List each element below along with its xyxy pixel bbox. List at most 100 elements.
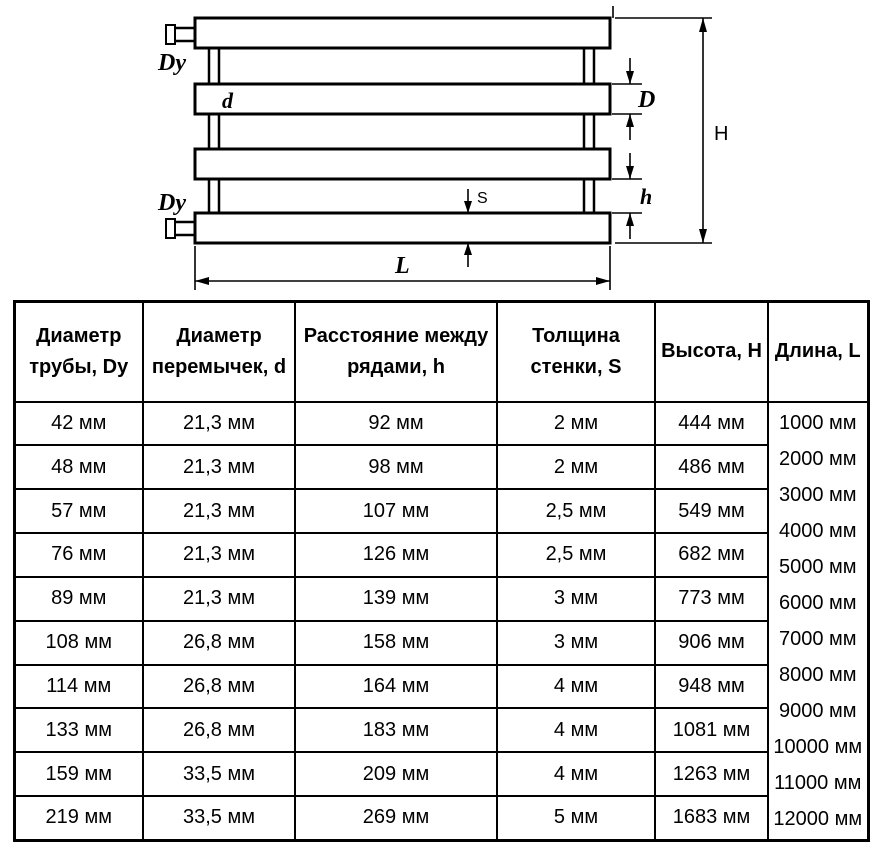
spec-table-header: Диаметр трубы, Dy Диаметр перемычек, d Р… <box>13 300 869 403</box>
cell-row-spacing: 209 мм <box>294 751 498 798</box>
cell-jumper-diameter: 26,8 мм <box>142 619 296 666</box>
cell-pipe-diameter: 114 мм <box>13 663 144 710</box>
pipe-register-drawing: H D h S <box>157 6 728 290</box>
cell-row-spacing: 98 мм <box>294 444 498 491</box>
header-row: Диаметр трубы, Dy Диаметр перемычек, d Р… <box>13 300 869 403</box>
cell-height: 444 мм <box>654 400 769 447</box>
cell-pipe-diameter: 219 мм <box>13 795 144 841</box>
pipe-rows <box>193 16 612 245</box>
table-row: 108 мм 26,8 мм 158 мм 3 мм 906 мм <box>13 619 868 666</box>
length-value: 12000 мм <box>773 807 863 830</box>
cell-wall-thickness: 4 мм <box>496 663 656 710</box>
cell-height: 682 мм <box>654 532 769 578</box>
cell-jumper-diameter: 21,3 мм <box>142 532 296 578</box>
table-row: 89 мм 21,3 мм 139 мм 3 мм 773 мм <box>13 575 868 622</box>
cell-height: 1683 мм <box>654 795 769 841</box>
label-S: S <box>477 190 488 207</box>
table-row: 219 мм 33,5 мм 269 мм 5 мм 1683 мм <box>13 795 868 841</box>
header-jumper-diameter: Диаметр перемычек, d <box>142 300 296 403</box>
cell-jumper-diameter: 21,3 мм <box>142 575 296 622</box>
length-value: 10000 мм <box>773 735 863 758</box>
cell-height: 486 мм <box>654 444 769 491</box>
cell-jumper-diameter: 21,3 мм <box>142 488 296 535</box>
cell-row-spacing: 126 мм <box>294 532 498 578</box>
cell-jumper-diameter: 21,3 мм <box>142 444 296 491</box>
length-value: 8000 мм <box>778 663 857 686</box>
table-row: 159 мм 33,5 мм 209 мм 4 мм 1263 мм <box>13 751 868 798</box>
table-row: 114 мм 26,8 мм 164 мм 4 мм 948 мм <box>13 663 868 710</box>
cell-wall-thickness: 3 мм <box>496 575 656 622</box>
table-row: 133 мм 26,8 мм 183 мм 4 мм 1081 мм <box>13 707 868 754</box>
cell-jumper-diameter: 33,5 мм <box>142 795 296 841</box>
cell-wall-thickness: 2,5 мм <box>496 488 656 535</box>
length-value: 11000 мм <box>774 771 862 794</box>
table-row: 76 мм 21,3 мм 126 мм 2,5 мм 682 мм <box>13 532 868 578</box>
cell-wall-thickness: 2,5 мм <box>496 532 656 578</box>
cell-row-spacing: 183 мм <box>294 707 498 754</box>
label-h: h <box>640 184 652 209</box>
cell-jumper-diameter: 26,8 мм <box>142 663 296 710</box>
cell-row-spacing: 92 мм <box>294 400 498 447</box>
dimension-D: D <box>612 58 655 140</box>
pipe-row-2 <box>193 82 612 116</box>
cell-pipe-diameter: 133 мм <box>13 707 144 754</box>
length-value: 7000 мм <box>778 627 857 650</box>
cell-pipe-diameter: 76 мм <box>13 532 144 578</box>
cell-wall-thickness: 5 мм <box>496 795 656 841</box>
label-d: d <box>222 88 234 113</box>
table-row: 48 мм 21,3 мм 98 мм 2 мм 486 мм <box>13 444 868 491</box>
pipe-row-1 <box>193 16 612 50</box>
cell-row-spacing: 107 мм <box>294 488 498 535</box>
header-row-spacing: Расстояние между рядами, h <box>294 300 498 403</box>
cell-jumper-diameter: 33,5 мм <box>142 751 296 798</box>
cell-height: 906 мм <box>654 619 769 666</box>
length-value: 2000 мм <box>778 447 857 470</box>
cell-pipe-diameter: 57 мм <box>13 488 144 535</box>
cell-jumper-diameter: 26,8 мм <box>142 707 296 754</box>
dimension-S: S <box>464 189 488 267</box>
dimension-L: L <box>194 246 611 290</box>
spec-table: Диаметр трубы, Dy Диаметр перемычек, d Р… <box>12 300 870 842</box>
cell-height: 1081 мм <box>654 707 769 754</box>
cell-height: 549 мм <box>654 488 769 535</box>
cell-pipe-diameter: 42 мм <box>13 400 144 447</box>
table-row: 42 мм 21,3 мм 92 мм 2 мм 444 мм 1000 мм … <box>13 400 869 841</box>
cell-pipe-diameter: 48 мм <box>13 444 144 491</box>
length-value: 9000 мм <box>778 699 857 722</box>
cell-wall-thickness: 2 мм <box>496 400 656 447</box>
cell-length-values: 1000 мм 2000 мм 3000 мм 4000 мм 5000 мм … <box>767 400 869 841</box>
length-value: 4000 мм <box>778 519 857 542</box>
cell-row-spacing: 269 мм <box>294 795 498 841</box>
cell-height: 1263 мм <box>654 751 769 798</box>
label-Dy-top: Dy <box>157 50 186 76</box>
spec-table-body: 42 мм 21,3 мм 92 мм 2 мм 444 мм 1000 мм … <box>13 400 869 841</box>
length-value: 1000 мм <box>778 411 857 434</box>
label-L: L <box>394 253 410 279</box>
cell-height: 773 мм <box>654 575 769 622</box>
header-wall-thickness: Толщина стенки, S <box>496 300 656 403</box>
header-height: Высота, H <box>654 300 769 403</box>
length-value: 6000 мм <box>778 591 857 614</box>
label-D: D <box>637 87 655 113</box>
cell-jumper-diameter: 21,3 мм <box>142 400 296 447</box>
cell-pipe-diameter: 89 мм <box>13 575 144 622</box>
cell-wall-thickness: 4 мм <box>496 707 656 754</box>
header-pipe-diameter: Диаметр трубы, Dy <box>13 300 144 403</box>
length-value: 3000 мм <box>778 483 857 506</box>
cell-row-spacing: 158 мм <box>294 619 498 666</box>
cell-height: 948 мм <box>654 663 769 710</box>
inlet-stub-top <box>165 24 196 45</box>
cell-pipe-diameter: 108 мм <box>13 619 144 666</box>
inlet-stub-bottom <box>165 218 196 239</box>
header-length: Длина, L <box>767 300 869 403</box>
table-row: 57 мм 21,3 мм 107 мм 2,5 мм 549 мм <box>13 488 868 535</box>
pipe-row-4 <box>193 211 612 245</box>
pipe-row-3 <box>193 147 612 181</box>
cell-wall-thickness: 3 мм <box>496 619 656 666</box>
length-value: 5000 мм <box>778 555 857 578</box>
label-Dy-bottom: Dy <box>157 190 186 216</box>
cell-wall-thickness: 2 мм <box>496 444 656 491</box>
cell-wall-thickness: 4 мм <box>496 751 656 798</box>
label-H: H <box>714 123 728 145</box>
register-diagram: H D h S <box>0 0 882 296</box>
